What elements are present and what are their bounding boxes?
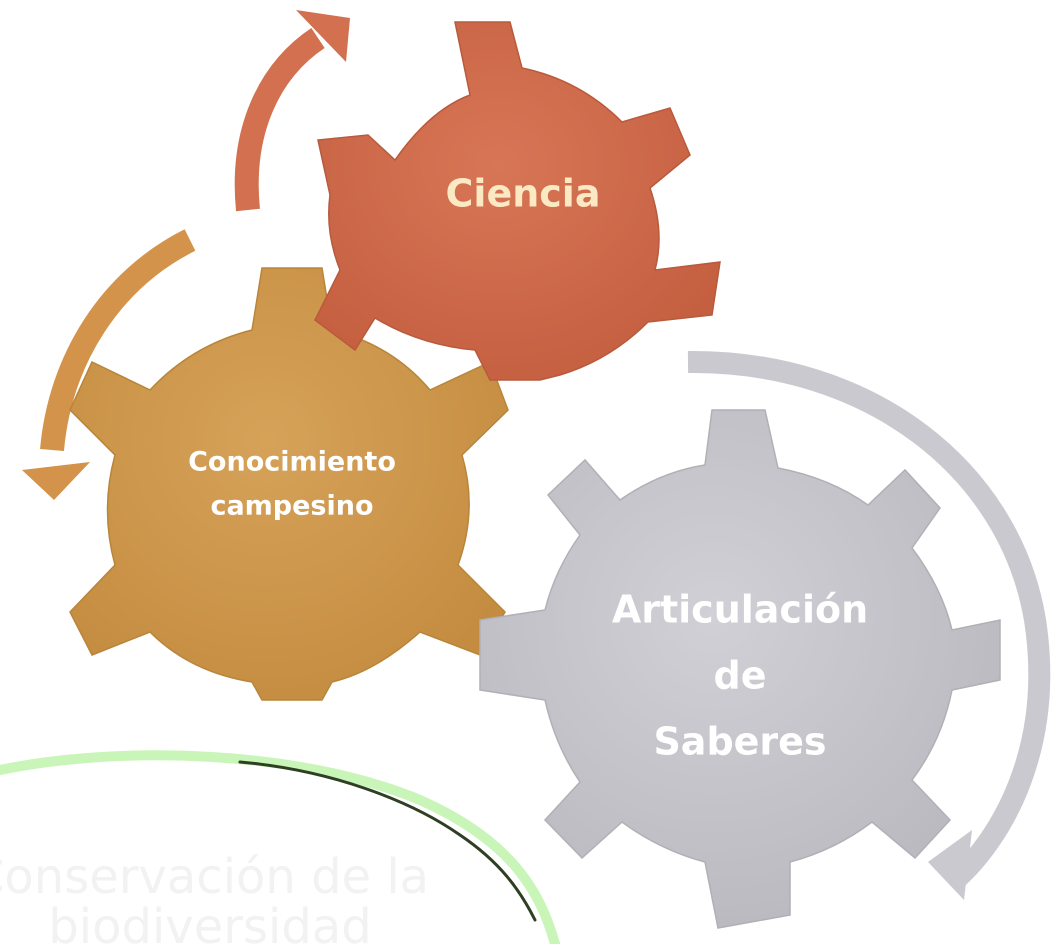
green-arc <box>0 750 560 944</box>
gear-articulacion-label-line-3: Saberes <box>653 720 826 764</box>
ciencia-arrow <box>234 10 350 212</box>
gear-conocimiento: Conocimiento campesino <box>69 267 509 701</box>
gear-articulacion-label-line-2: de <box>714 654 767 698</box>
gear-ciencia-shape <box>314 21 721 381</box>
bottom-label-line-1: Conservación de la <box>0 849 429 905</box>
bottom-label: Conservación de la biodiversidad <box>0 849 429 944</box>
gear-articulacion: Articulación de Saberes <box>479 409 1001 929</box>
gear-articulacion-shape <box>479 409 1001 929</box>
bottom-label-line-2: biodiversidad <box>48 899 371 944</box>
gear-articulacion-label-line-1: Articulación <box>612 588 868 632</box>
gear-conocimiento-label-line-2: campesino <box>210 491 373 522</box>
gear-ciencia: Ciencia <box>314 21 721 381</box>
gear-ciencia-label: Ciencia <box>446 172 601 216</box>
gear-conocimiento-label-line-1: Conocimiento <box>188 447 396 478</box>
articulacion-arrow <box>687 350 1051 900</box>
conocimiento-arrow <box>22 229 196 500</box>
